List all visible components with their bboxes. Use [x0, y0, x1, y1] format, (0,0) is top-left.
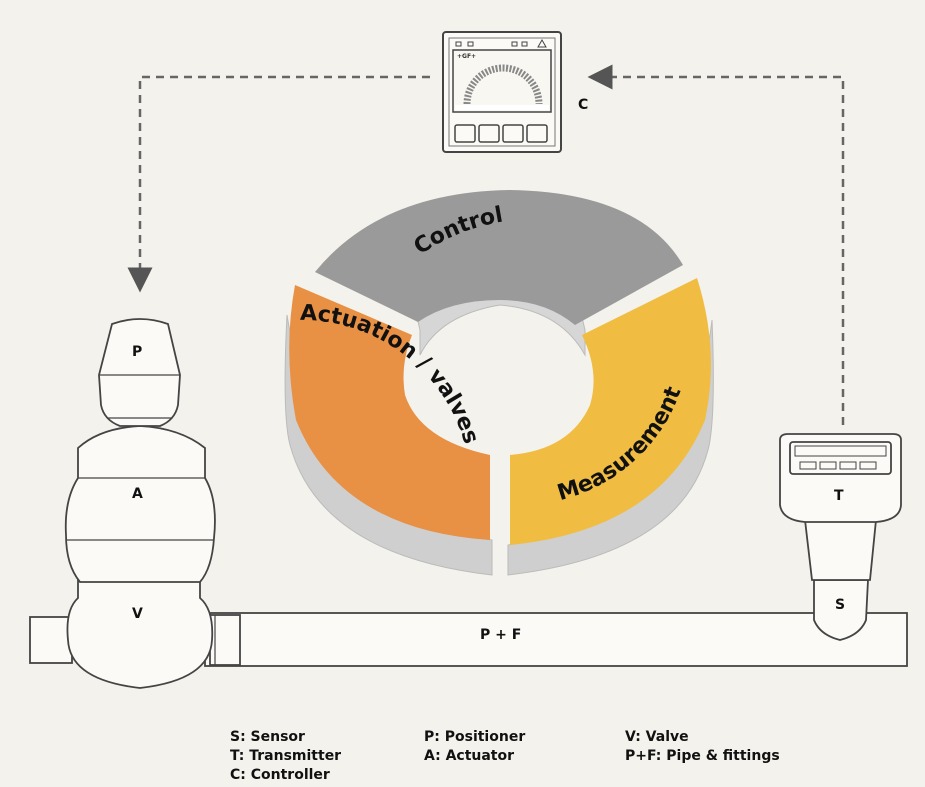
controller-device: +GF+ C: [442, 31, 588, 153]
controller-brand: +GF+: [457, 53, 476, 60]
signal-line-transmitter-to-controller: [587, 64, 845, 425]
pipe-body: [204, 612, 908, 667]
positioner-body: [98, 318, 181, 427]
valve-label: V: [132, 606, 143, 622]
controller-screen: [452, 49, 552, 113]
transmitter-assembly: [779, 433, 902, 641]
pipe-label: P + F: [480, 627, 521, 643]
pipe: P + F: [29, 612, 908, 667]
pipe-left-stub: [29, 616, 73, 664]
ring-segment-control: [315, 190, 683, 325]
control-ring: Control Actuation / valves Measurement: [284, 190, 714, 576]
valve-assembly: [64, 318, 216, 689]
sensor-label: S: [835, 597, 845, 613]
signal-lines: [127, 64, 845, 425]
ring-segment-measurement: [510, 278, 711, 545]
controller-buttons: [454, 124, 548, 143]
positioner-label: P: [132, 344, 142, 360]
actuator-label: A: [132, 486, 143, 502]
controller-gauge-arc: [463, 64, 543, 105]
signal-line-controller-to-positioner: [127, 75, 430, 293]
sensor-body: [813, 579, 869, 641]
ring-segment-actuation: [289, 285, 490, 540]
actuator-body: [64, 425, 216, 583]
transmitter-neck: [803, 519, 877, 581]
valve-body: [66, 579, 214, 689]
transmitter-label: T: [834, 488, 844, 504]
controller-label: C: [578, 97, 588, 113]
